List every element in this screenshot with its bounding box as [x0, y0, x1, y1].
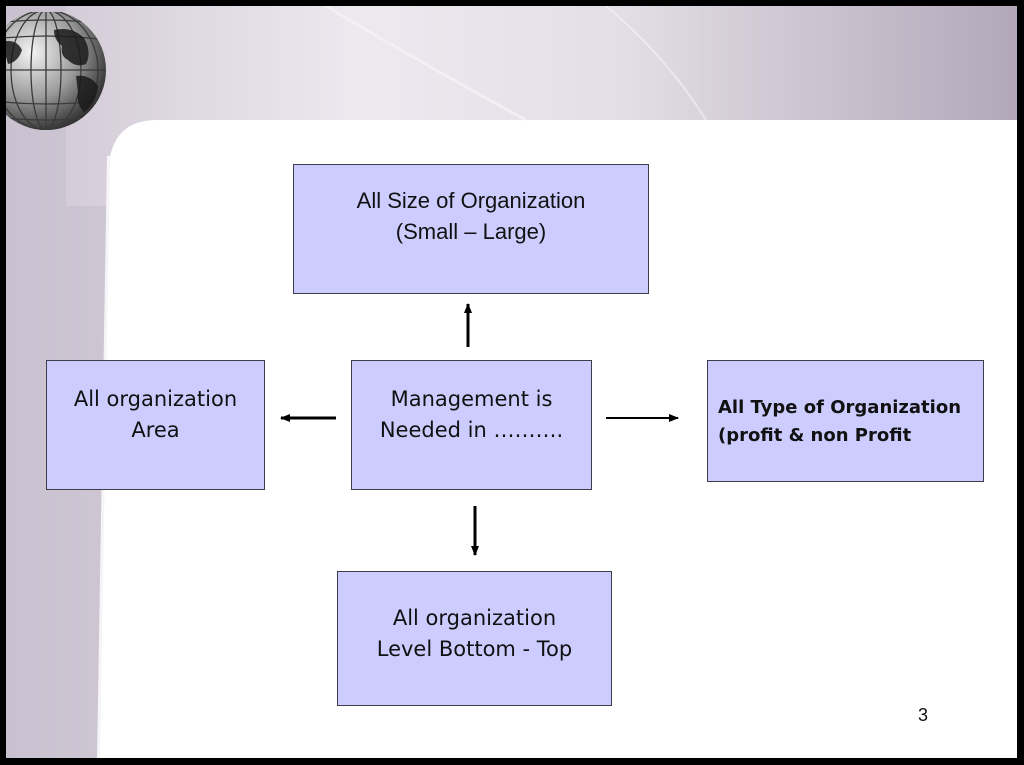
- box-bottom-line-2: Level Bottom - Top: [376, 636, 573, 661]
- box-bottom-line-1: All organization: [392, 605, 557, 630]
- slide: All Size of Organization (Small – Large)…: [6, 6, 1017, 758]
- box-all-organization-level: All organization Level Bottom - Top: [337, 571, 612, 706]
- box-management-is-needed: Management is Needed in ……….: [351, 360, 592, 490]
- box-top-line-2: (Small – Large): [395, 219, 547, 244]
- box-left-line-1: All organization: [73, 387, 238, 411]
- box-right-line-2: (profit & non Profit: [718, 425, 912, 446]
- box-all-organization-area: All organization Area: [46, 360, 265, 490]
- box-all-size-of-organization: All Size of Organization (Small – Large): [293, 164, 649, 294]
- box-center-line-2: Needed in ……….: [379, 418, 564, 442]
- box-center-line-1: Management is: [390, 387, 553, 411]
- box-all-type-of-organization: All Type of Organization (profit & non P…: [707, 360, 984, 482]
- box-top-line-1: All Size of Organization: [356, 188, 586, 213]
- slide-page-number: 3: [918, 705, 929, 725]
- globe-icon: [6, 12, 106, 130]
- box-left-line-2: Area: [131, 418, 180, 442]
- box-right-line-1: All Type of Organization: [718, 397, 962, 418]
